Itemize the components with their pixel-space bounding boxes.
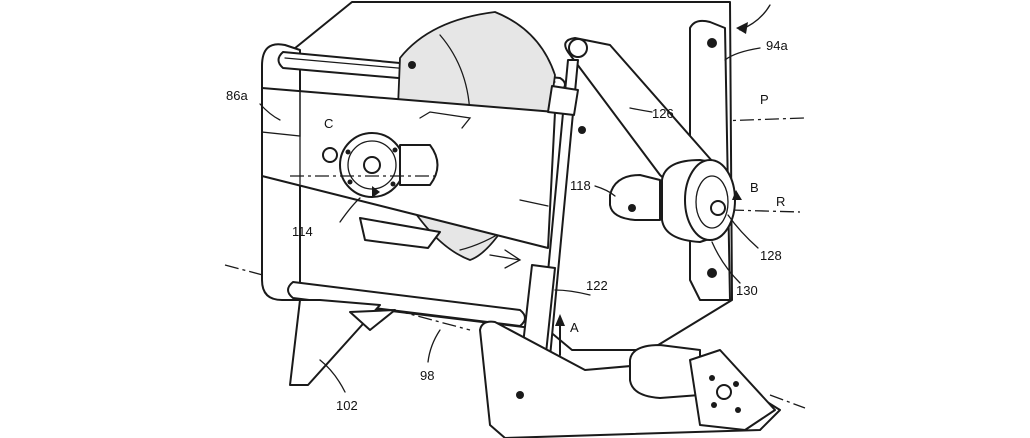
rod-collar-top bbox=[547, 85, 579, 116]
leader-86a bbox=[259, 103, 281, 121]
base-mount-triangle bbox=[689, 349, 776, 431]
label-c: C bbox=[324, 116, 333, 131]
motor-bolt-1 bbox=[345, 149, 351, 155]
leader-94a bbox=[724, 47, 761, 61]
label-b: B bbox=[750, 180, 759, 195]
bolt-bottom-right bbox=[707, 268, 717, 278]
mount-bolt-4 bbox=[735, 407, 741, 413]
bottom-rod bbox=[287, 281, 526, 327]
drum-bolt bbox=[408, 61, 416, 69]
flow-arrow bbox=[489, 249, 522, 269]
leader-114 bbox=[339, 197, 361, 223]
box-right-seam bbox=[519, 199, 549, 207]
leg-brace bbox=[349, 309, 396, 331]
gearbox bbox=[399, 144, 439, 186]
leader-102 bbox=[319, 359, 346, 393]
label-r: R bbox=[776, 194, 785, 209]
label-118: 118 bbox=[570, 178, 591, 193]
label-114: 114 bbox=[292, 224, 313, 239]
lower-bracket bbox=[359, 217, 441, 249]
support-leg bbox=[289, 299, 381, 386]
bracket-bolt bbox=[628, 204, 636, 212]
label-86a: 86a bbox=[226, 88, 248, 103]
label-128: 128 bbox=[760, 248, 782, 263]
leader-126 bbox=[629, 107, 653, 113]
bolt-top-right bbox=[707, 38, 717, 48]
base-mount-hub bbox=[716, 384, 732, 400]
motor-shaft bbox=[363, 156, 381, 174]
leader-122 bbox=[554, 289, 591, 296]
label-122: 122 bbox=[586, 278, 608, 293]
label-98: 98 bbox=[420, 368, 434, 383]
motor-side-boss bbox=[322, 147, 338, 163]
label-102: 102 bbox=[336, 398, 358, 413]
mount-bolt-3 bbox=[711, 402, 717, 408]
arrow-top-right-head bbox=[736, 22, 748, 34]
rotation-arrow-c bbox=[372, 186, 380, 198]
label-126: 126 bbox=[652, 106, 674, 121]
rod-bolt bbox=[578, 126, 586, 134]
label-94a: 94a bbox=[766, 38, 788, 53]
base-bolt bbox=[516, 391, 524, 399]
leader-98 bbox=[427, 329, 441, 363]
leader-118 bbox=[594, 185, 616, 197]
link-arm-pivot bbox=[568, 38, 588, 58]
axis-line-base bbox=[769, 394, 806, 409]
rotation-arrow-b bbox=[732, 190, 742, 200]
label-a: A bbox=[570, 320, 579, 335]
motor-bolt-3 bbox=[347, 179, 353, 185]
axis-line-r bbox=[729, 209, 801, 213]
leader-128 bbox=[727, 214, 759, 249]
base-motor bbox=[629, 344, 701, 399]
motor-bolt-2 bbox=[392, 147, 398, 153]
motor-bolt-4 bbox=[390, 181, 396, 187]
box-top-notch bbox=[419, 111, 472, 129]
wheel-inner-ring bbox=[695, 175, 729, 229]
label-p: P bbox=[760, 92, 769, 107]
wheel-hub bbox=[710, 200, 726, 216]
pivot-bracket bbox=[609, 174, 661, 221]
leader-130 bbox=[711, 241, 741, 284]
label-130: 130 bbox=[736, 283, 758, 298]
arrow-a-head bbox=[555, 314, 565, 326]
mount-bolt-1 bbox=[709, 375, 715, 381]
mount-bolt-2 bbox=[733, 381, 739, 387]
